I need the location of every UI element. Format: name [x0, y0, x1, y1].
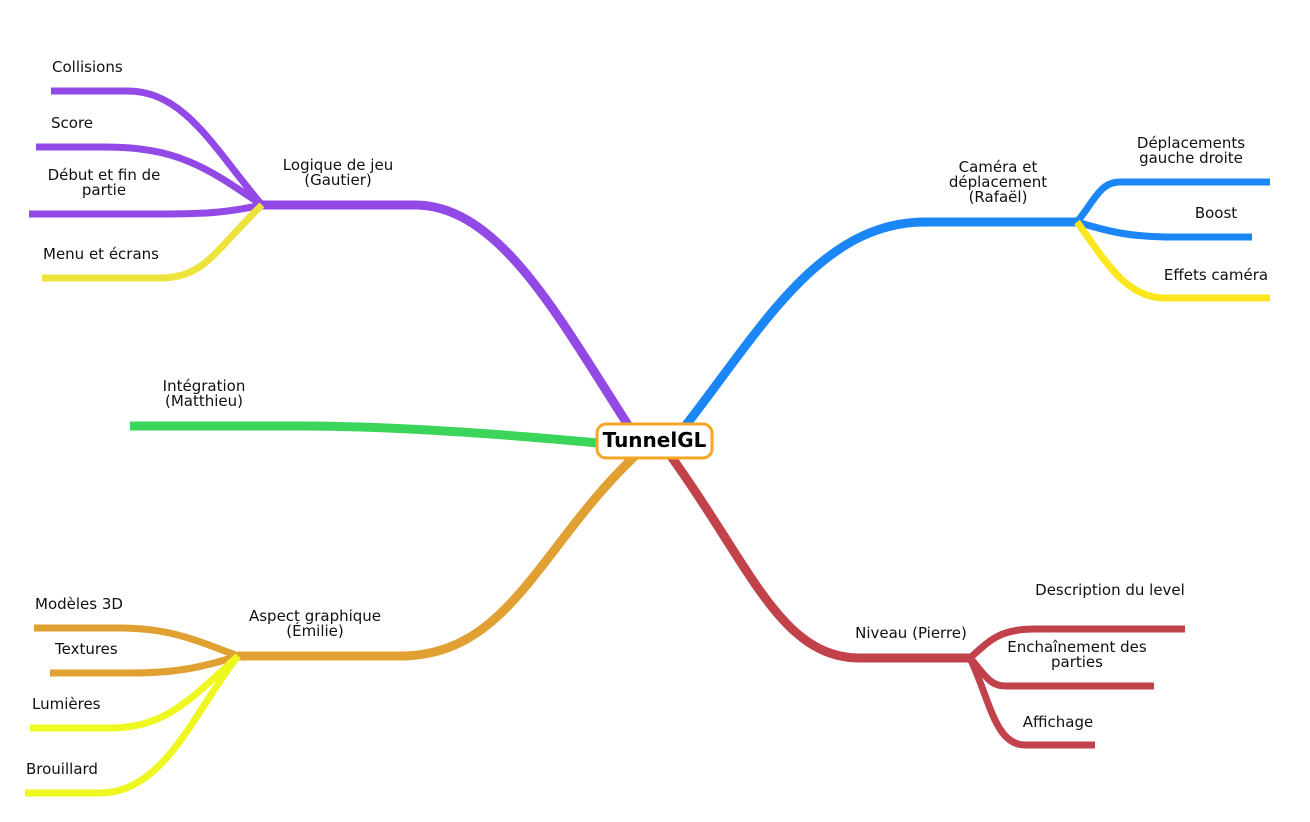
label-line: Effets caméra	[1164, 266, 1268, 284]
label-line: Lumières	[32, 695, 101, 713]
topic-label-logique[interactable]: Logique de jeu(Gautier)	[283, 156, 393, 189]
label-line: parties	[1051, 653, 1103, 671]
central-node[interactable]: TunnelGL	[595, 422, 714, 460]
label-line: Menu et écrans	[43, 245, 159, 263]
label-line: Description du level	[1035, 581, 1185, 599]
label-line: Intégration	[163, 377, 246, 395]
branch-description[interactable]	[967, 625, 1185, 661]
topic-label-collisions[interactable]: Collisions	[52, 58, 123, 76]
branch-collisions[interactable]	[51, 87, 265, 208]
topic-label-menu[interactable]: Menu et écrans	[43, 245, 159, 263]
topic-label-textures[interactable]: Textures	[54, 640, 118, 658]
topic-label-niveau[interactable]: Niveau (Pierre)	[855, 624, 967, 642]
branch-textures[interactable]	[50, 652, 240, 677]
topic-label-boost[interactable]: Boost	[1195, 204, 1237, 222]
branch-affichage[interactable]	[966, 656, 1095, 749]
central-node-label: TunnelGL	[603, 428, 707, 452]
label-line: Caméra et	[959, 158, 1038, 176]
topic-label-modeles[interactable]: Modèles 3D	[35, 595, 123, 613]
branch-brouillard[interactable]	[25, 653, 241, 797]
topic-label-score[interactable]: Score	[51, 114, 93, 132]
label-line: Collisions	[52, 58, 123, 76]
branch-logique[interactable]	[262, 200, 634, 431]
branch-debut-fin[interactable]	[29, 201, 263, 218]
label-line: déplacement	[949, 173, 1047, 191]
label-line: Début et fin de	[48, 166, 161, 184]
central-node-box	[595, 422, 714, 460]
branch-niveau[interactable]	[666, 452, 970, 663]
branch-menu[interactable]	[42, 202, 265, 282]
branch-boost[interactable]	[1075, 218, 1252, 241]
label-line: (Émilie)	[286, 621, 344, 640]
topic-label-integration[interactable]: Intégration(Matthieu)	[163, 377, 246, 410]
label-line: partie	[82, 181, 126, 199]
label-line: (Gautier)	[304, 171, 371, 189]
branch-score[interactable]	[36, 143, 264, 208]
label-line: Modèles 3D	[35, 595, 123, 613]
branch-deplacements[interactable]	[1074, 178, 1270, 225]
label-line: gauche droite	[1139, 149, 1243, 167]
topic-label-lumieres[interactable]: Lumières	[32, 695, 101, 713]
topic-label-brouillard[interactable]: Brouillard	[26, 760, 98, 778]
label-line: Enchaînement des	[1007, 638, 1147, 656]
topic-label-aspect[interactable]: Aspect graphique(Émilie)	[249, 607, 381, 640]
label-line: Logique de jeu	[283, 156, 393, 174]
label-line: Déplacements	[1137, 134, 1245, 152]
label-line: Affichage	[1023, 713, 1093, 731]
label-line: Brouillard	[26, 760, 98, 778]
label-line: Score	[51, 114, 93, 132]
label-line: Textures	[54, 640, 118, 658]
label-line: Niveau (Pierre)	[855, 624, 967, 642]
label-line: Boost	[1195, 204, 1237, 222]
label-line: (Matthieu)	[165, 392, 243, 410]
branch-camera[interactable]	[682, 217, 1077, 428]
topic-label-effets[interactable]: Effets caméra	[1164, 266, 1268, 284]
topic-label-description[interactable]: Description du level	[1035, 581, 1185, 599]
label-line: (Rafaël)	[969, 188, 1028, 206]
branch-lumieres[interactable]	[30, 653, 241, 732]
branch-integration[interactable]	[130, 421, 599, 448]
branch-aspect[interactable]	[238, 451, 640, 661]
branch-modeles[interactable]	[34, 624, 240, 660]
topic-label-affichage[interactable]: Affichage	[1023, 713, 1093, 731]
branch-effets[interactable]	[1074, 219, 1270, 302]
label-line: Aspect graphique	[249, 607, 381, 625]
